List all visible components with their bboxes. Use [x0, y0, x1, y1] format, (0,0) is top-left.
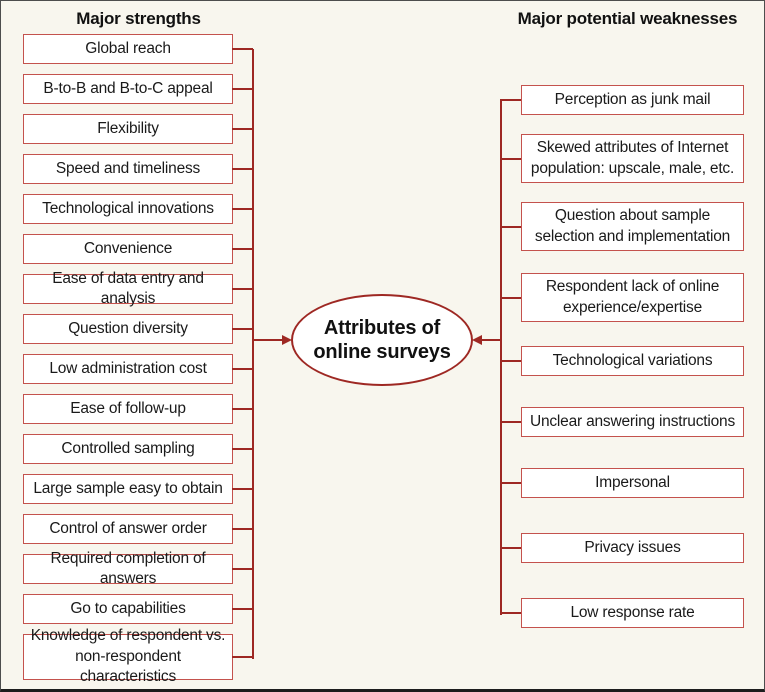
strength-box: Speed and timeliness	[23, 154, 233, 184]
right-trunk-line	[500, 99, 502, 615]
weakness-box: Skewed attributes of Internet population…	[521, 134, 744, 183]
right-arrowhead-icon	[472, 335, 482, 345]
central-node-label-line2: online surveys	[313, 341, 451, 363]
connector-line	[501, 482, 521, 484]
connector-line	[501, 158, 521, 160]
weakness-box: Privacy issues	[521, 533, 744, 563]
left-arrow-line	[252, 339, 283, 341]
weakness-box: Respondent lack of online experience/exp…	[521, 273, 744, 322]
connector-line	[501, 360, 521, 362]
weakness-box: Technological variations	[521, 346, 744, 376]
connector-line	[232, 248, 253, 250]
strength-box: Required completion of answers	[23, 550, 233, 587]
connector-line	[232, 608, 253, 610]
strength-box: Convenience	[23, 234, 233, 264]
right-arrow-line	[481, 339, 502, 341]
strength-box: Go to capabilities	[23, 594, 233, 624]
strength-box: Flexibility	[23, 114, 233, 144]
strength-box: Low administration cost	[23, 354, 233, 384]
connector-line	[232, 656, 253, 658]
connector-line	[232, 128, 253, 130]
connector-line	[232, 408, 253, 410]
right-column-title: Major potential weaknesses	[517, 9, 738, 28]
weakness-box: Impersonal	[521, 468, 744, 498]
connector-line	[232, 488, 253, 490]
weakness-box: Low response rate	[521, 598, 744, 628]
connector-line	[501, 421, 521, 423]
strength-box: Controlled sampling	[23, 434, 233, 464]
central-node-attributes-of-online-surveys: Attributes of online surveys	[291, 294, 473, 386]
strength-box: Large sample easy to obtain	[23, 474, 233, 504]
left-arrowhead-icon	[282, 335, 292, 345]
connector-line	[501, 297, 521, 299]
left-column-title: Major strengths	[76, 9, 201, 28]
connector-line	[232, 168, 253, 170]
strength-box: B-to-B and B-to-C appeal	[23, 74, 233, 104]
connector-line	[501, 612, 521, 614]
connector-line	[232, 568, 253, 570]
connector-line	[232, 328, 253, 330]
connector-line	[232, 288, 253, 290]
weakness-box: Question about sample selection and impl…	[521, 202, 744, 251]
connector-line	[232, 528, 253, 530]
connector-line	[501, 226, 521, 228]
weakness-box: Unclear answering instructions	[521, 407, 744, 437]
left-trunk-line	[252, 49, 254, 659]
connector-line	[232, 208, 253, 210]
strength-box: Technological innovations	[23, 194, 233, 224]
connector-line	[501, 547, 521, 549]
connector-line	[232, 368, 253, 370]
connector-line	[232, 448, 253, 450]
strength-box: Question diversity	[23, 314, 233, 344]
strength-box: Ease of follow-up	[23, 394, 233, 424]
strength-box: Control of answer order	[23, 514, 233, 544]
strength-box: Ease of data entry and analysis	[23, 270, 233, 307]
central-node-label-line1: Attributes of	[323, 317, 441, 339]
connector-line	[232, 88, 253, 90]
strength-box: Global reach	[23, 34, 233, 64]
weakness-box: Perception as junk mail	[521, 85, 744, 115]
strength-box: Knowledge of respondent vs. non-responde…	[23, 627, 233, 685]
connector-line	[232, 48, 253, 50]
connector-line	[501, 99, 521, 101]
